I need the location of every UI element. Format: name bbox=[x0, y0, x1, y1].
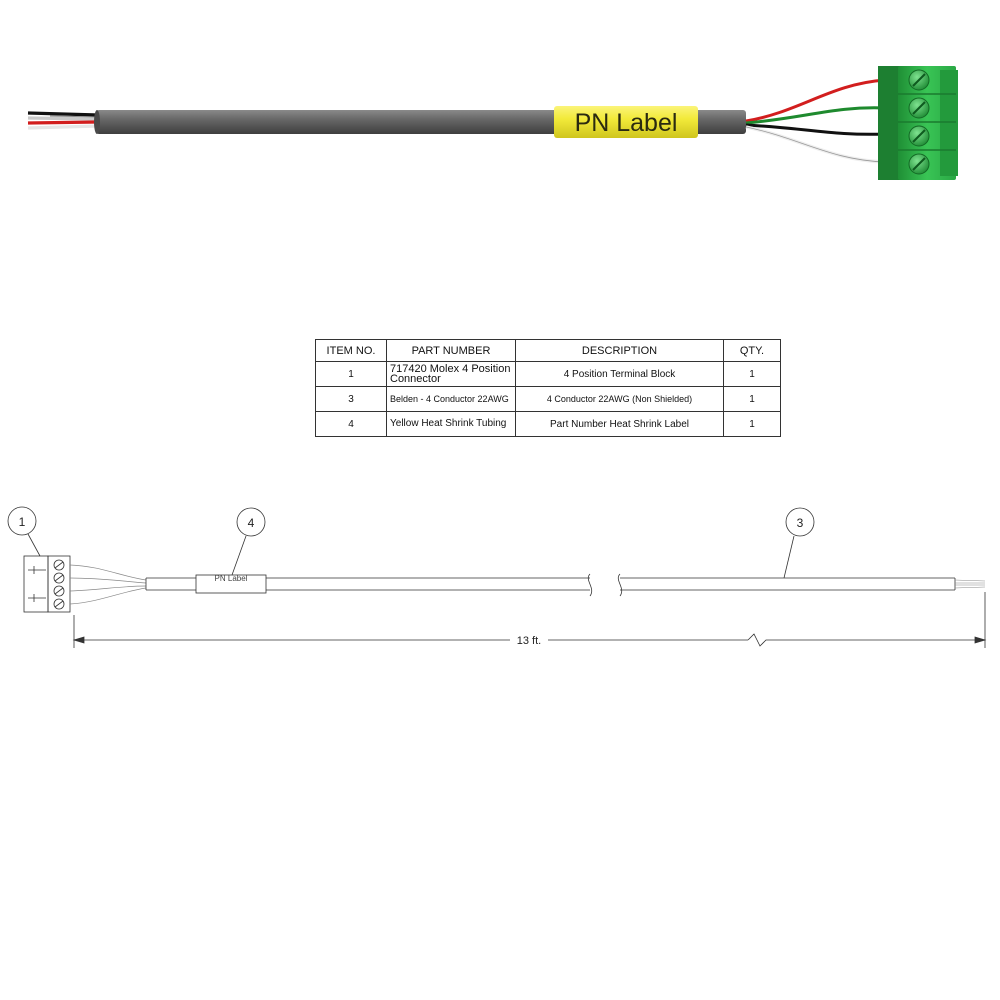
bom-cell-part: Belden - 4 Conductor 22AWG bbox=[386, 386, 516, 412]
bom-header-qty: QTY. bbox=[723, 339, 781, 362]
bom-cell-qty: 1 bbox=[723, 361, 781, 387]
bom-cell-part: Yellow Heat Shrink Tubing bbox=[386, 411, 516, 437]
bom-cell-desc: 4 Position Terminal Block bbox=[515, 361, 724, 387]
bom-header-desc: DESCRIPTION bbox=[515, 339, 724, 362]
pn-label-text: PN Label bbox=[575, 109, 678, 137]
table-row: 4 Yellow Heat Shrink Tubing Part Number … bbox=[315, 411, 781, 437]
balloon-4 bbox=[231, 507, 266, 576]
screw-icon bbox=[908, 97, 930, 119]
connector-outline bbox=[23, 555, 71, 613]
length-dimension-text: 13 ft. bbox=[517, 635, 541, 647]
cable-break-symbol bbox=[587, 573, 623, 597]
bill-of-materials-table: ITEM NO. PART NUMBER DESCRIPTION QTY. 1 … bbox=[315, 339, 781, 437]
bom-cell-part: 717420 Molex 4 Position Connector bbox=[386, 361, 516, 387]
bom-cell-desc: Part Number Heat Shrink Label bbox=[515, 411, 724, 437]
cable-assembly-drawing: PN Label 1 4 3 13 ft. bbox=[7, 506, 987, 648]
bom-cell-qty: 1 bbox=[723, 411, 781, 437]
bom-cell-desc: 4 Conductor 22AWG (Non Shielded) bbox=[515, 386, 724, 412]
bom-header-item: ITEM NO. bbox=[315, 339, 387, 362]
balloon-3 bbox=[783, 507, 815, 579]
bom-cell-item: 4 bbox=[315, 411, 387, 437]
balloon-3-number: 3 bbox=[797, 516, 804, 530]
drawing-stripped-ends bbox=[954, 579, 986, 589]
stripped-wire-ends bbox=[27, 111, 99, 130]
balloon-1-number: 1 bbox=[19, 515, 26, 529]
table-row: 3 Belden - 4 Conductor 22AWG 4 Conductor… bbox=[315, 386, 781, 412]
screw-icon bbox=[908, 69, 930, 91]
bom-header-row: ITEM NO. PART NUMBER DESCRIPTION QTY. bbox=[315, 339, 781, 362]
screw-icon bbox=[908, 153, 930, 175]
terminal-block-connector bbox=[878, 66, 958, 180]
table-row: 1 717420 Molex 4 Position Connector 4 Po… bbox=[315, 361, 781, 387]
bom-cell-qty: 1 bbox=[723, 386, 781, 412]
bom-cell-item: 1 bbox=[315, 361, 387, 387]
bom-header-part: PART NUMBER bbox=[386, 339, 516, 362]
drawing-pn-label-text: PN Label bbox=[215, 574, 248, 583]
balloon-1 bbox=[7, 506, 41, 557]
cable-assembly-render: PN Label bbox=[27, 66, 958, 180]
bom-cell-item: 3 bbox=[315, 386, 387, 412]
pn-heat-shrink-label: PN Label bbox=[554, 106, 698, 138]
drawing-pn-label bbox=[195, 574, 267, 594]
length-dimension-line bbox=[72, 592, 987, 648]
drawing-cable-right bbox=[620, 577, 956, 591]
balloon-4-number: 4 bbox=[248, 516, 255, 530]
screw-icon bbox=[908, 125, 930, 147]
drawing-fanned-wires bbox=[69, 564, 147, 605]
fanned-wires bbox=[745, 78, 886, 164]
